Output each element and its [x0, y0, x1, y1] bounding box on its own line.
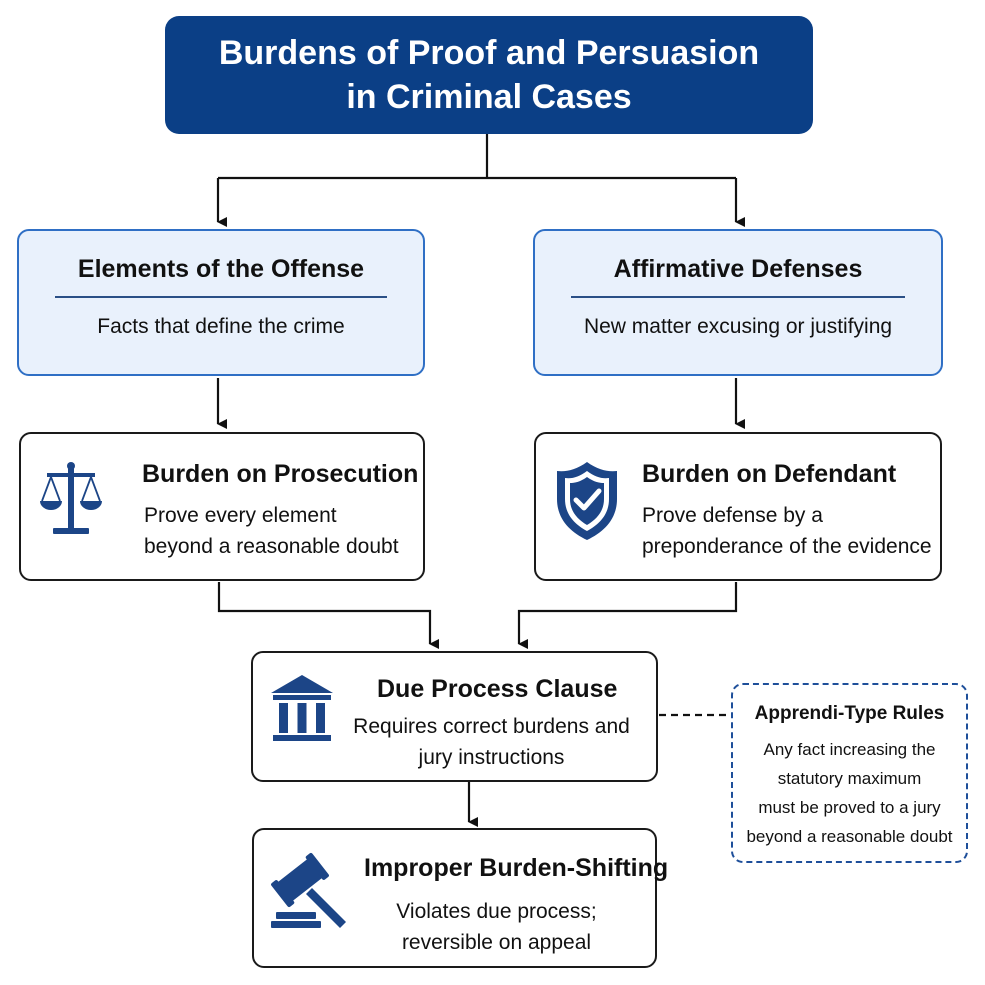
burden-on-defendant-box: Burden on Defendant Prove defense by a p…: [534, 432, 942, 581]
courthouse-icon: [271, 675, 333, 741]
prosecution-line-1: Prove every element: [144, 504, 337, 527]
affirmative-defenses-box: Affirmative Defenses New matter excusing…: [533, 229, 943, 376]
diagram-title: Burdens of Proof and Persuasion in Crimi…: [165, 16, 813, 134]
shield-check-icon: [557, 462, 617, 540]
defenses-heading: Affirmative Defenses: [613, 255, 863, 283]
apprendi-line-4: beyond a reasonable doubt: [746, 827, 953, 846]
arrow-defendant-to-due-process: [517, 582, 738, 649]
due-process-text: Requires correct burdens and jury instru…: [253, 711, 656, 773]
prosecution-line-2: beyond a reasonable doubt: [144, 535, 399, 558]
prosecution-heading: Burden on Prosecution: [142, 460, 419, 488]
burden-shifting-line-1: Violates due process;: [396, 900, 597, 923]
scales-of-justice-icon: [40, 462, 102, 534]
apprendi-line-3: must be proved to a jury: [758, 798, 941, 817]
elements-heading: Elements of the Offense: [77, 255, 365, 283]
gavel-icon: [271, 852, 346, 928]
defendant-heading: Burden on Defendant: [642, 460, 897, 488]
improper-burden-shifting-box: Improper Burden-Shifting Violates due pr…: [252, 828, 668, 968]
title-line-1: Burdens of Proof and Persuasion: [218, 34, 760, 72]
due-process-heading: Due Process Clause: [377, 675, 618, 703]
arrow-prosecution-to-due-process: [217, 582, 439, 649]
apprendi-heading: Apprendi-Type Rules: [754, 703, 945, 724]
prosecution-text: Prove every element beyond a reasonable …: [144, 500, 399, 562]
elements-of-offense-box: Elements of the Offense Facts that defin…: [17, 229, 425, 376]
defendant-line-2: preponderance of the evidence: [642, 535, 932, 558]
defendant-text: Prove defense by a preponderance of the …: [642, 500, 932, 562]
title-line-2: in Criminal Cases: [346, 78, 632, 116]
apprendi-text: Any fact increasing the statutory maximu…: [733, 735, 966, 851]
connector-title-split: [218, 134, 736, 180]
divider: [571, 296, 905, 298]
burden-shifting-text: Violates due process; reversible on appe…: [254, 896, 655, 958]
elements-subtext: Facts that define the crime: [97, 314, 345, 338]
due-process-clause-box: Due Process Clause Requires correct burd…: [251, 651, 658, 782]
defendant-line-1: Prove defense by a: [642, 504, 823, 527]
burden-on-prosecution-box: Burden on Prosecution Prove every elemen…: [19, 432, 425, 581]
due-process-line-1: Requires correct burdens and: [353, 715, 630, 738]
apprendi-line-1: Any fact increasing the: [763, 740, 936, 759]
divider: [55, 296, 387, 298]
burden-shifting-line-2: reversible on appeal: [401, 931, 592, 954]
due-process-line-2: jury instructions: [418, 746, 565, 769]
defenses-subtext: New matter excusing or justifying: [583, 314, 893, 338]
burden-shifting-heading: Improper Burden-Shifting: [364, 854, 669, 882]
apprendi-line-2: statutory maximum: [777, 769, 922, 788]
apprendi-type-rules-box: Apprendi-Type Rules Any fact increasing …: [731, 683, 968, 863]
